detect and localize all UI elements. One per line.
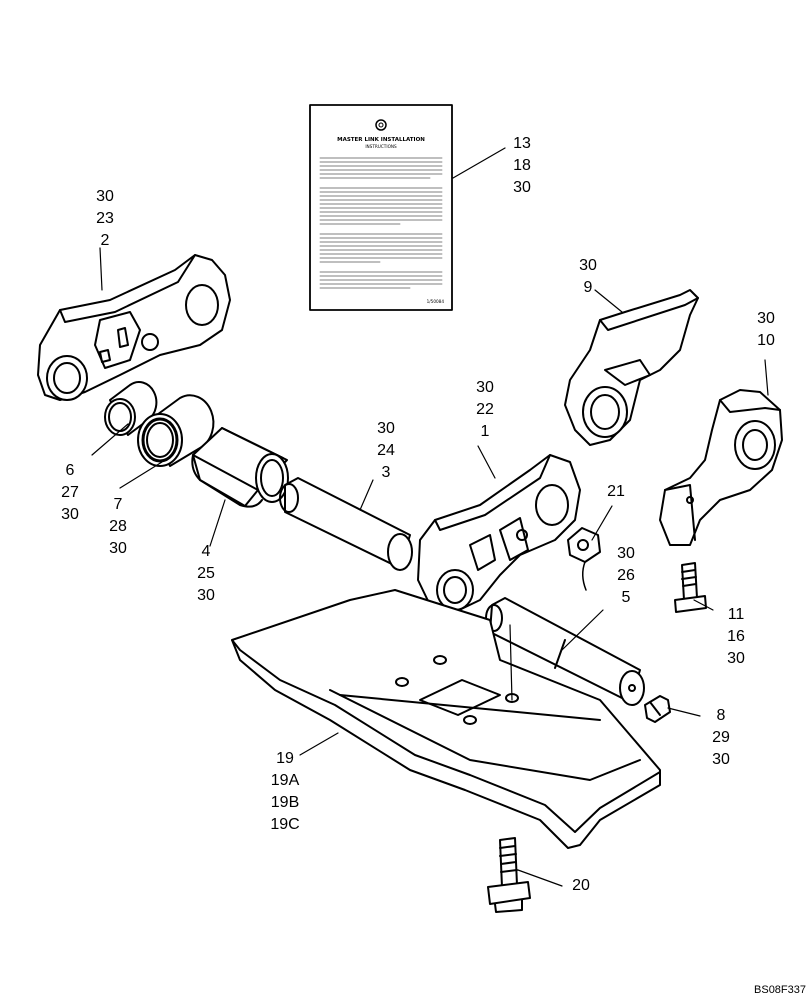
callout-number: 28 [109, 518, 127, 535]
callout-number: 9 [583, 279, 593, 296]
hex-nut [567, 527, 601, 591]
callout-number: 27 [61, 484, 79, 501]
shoe-bolt-small [674, 562, 707, 613]
callout-number: 21 [607, 483, 625, 500]
callout-number: 25 [197, 565, 215, 582]
callout-number: 10 [757, 332, 775, 349]
callout-number: 30 [109, 540, 127, 557]
callout-4-25-30: 4 25 30 [186, 541, 226, 607]
callout-number: 30 [476, 379, 494, 396]
track-link-right [564, 289, 699, 446]
callout-30-22-1: 30 22 1 [465, 377, 505, 443]
pin-plug [644, 695, 671, 723]
callout-number: 6 [65, 462, 75, 479]
callout-30-10: 30 10 [746, 308, 786, 352]
callout-30-24-3: 30 24 3 [366, 418, 406, 484]
callout-number: 1 [480, 423, 490, 440]
callout-number: 30 [96, 188, 114, 205]
callout-number: 30 [617, 545, 635, 562]
callout-number: 30 [712, 751, 730, 768]
callout-6-27-30: 6 27 30 [50, 460, 90, 526]
callout-13-18-30: 13 18 30 [502, 133, 542, 199]
callout-number: 18 [513, 157, 531, 174]
callout-number: 30 [61, 506, 79, 523]
callout-number: 13 [513, 135, 531, 152]
callout-19-19a-19b-19c: 19 19A 19B 19C [260, 748, 310, 836]
callout-30-23-2: 30 23 2 [85, 186, 125, 252]
callout-number: 30 [377, 420, 395, 437]
callout-7-28-30: 7 28 30 [98, 494, 138, 560]
callout-number: 5 [621, 589, 631, 606]
track-link-center [417, 454, 581, 613]
track-link-left [37, 254, 231, 401]
callout-number: 20 [572, 877, 590, 894]
track-pin [279, 477, 413, 571]
callout-number: 19B [270, 794, 300, 811]
callout-20: 20 [561, 875, 601, 897]
callout-number: 29 [712, 729, 730, 746]
track-link-far-right [659, 389, 783, 546]
callout-8-29-30: 8 29 30 [701, 705, 741, 771]
callout-11-16-30: 11 16 30 [716, 604, 756, 670]
callout-number: 30 [579, 257, 597, 274]
callout-number: 7 [113, 496, 123, 513]
callout-number: 24 [377, 442, 395, 459]
callout-30-9: 30 9 [568, 255, 608, 299]
leader-lines [91, 147, 769, 887]
instruction-decal: MASTER LINK INSTALLATION INSTRUCTIONS 1/… [309, 104, 453, 311]
callout-number: 19A [270, 772, 300, 789]
callout-number: 3 [381, 464, 391, 481]
callout-21: 21 [596, 481, 636, 503]
callout-number: 22 [476, 401, 494, 418]
callout-number: 19 [276, 750, 294, 767]
decal-title: MASTER LINK INSTALLATION [337, 137, 425, 143]
callout-number: 11 [727, 606, 745, 623]
callout-number: 30 [197, 587, 215, 604]
callout-number: 30 [757, 310, 775, 327]
reference-code: BS08F337 [754, 984, 806, 996]
callout-number: 23 [96, 210, 114, 227]
shoe-bolt-large [487, 837, 531, 913]
callout-number: 19C [270, 816, 300, 833]
callout-number: 26 [617, 567, 635, 584]
track-bushing [191, 427, 289, 508]
callout-number: 8 [716, 707, 726, 724]
callout-number: 16 [727, 628, 745, 645]
decal-code: 1/50084 [427, 299, 445, 304]
callout-number: 4 [201, 543, 211, 560]
decal-subtitle: INSTRUCTIONS [365, 144, 397, 149]
track-shoe [231, 589, 661, 849]
callout-number: 2 [100, 232, 110, 249]
callout-30-26-5: 30 26 5 [606, 543, 646, 609]
callout-number: 30 [727, 650, 745, 667]
callout-number: 30 [513, 179, 531, 196]
